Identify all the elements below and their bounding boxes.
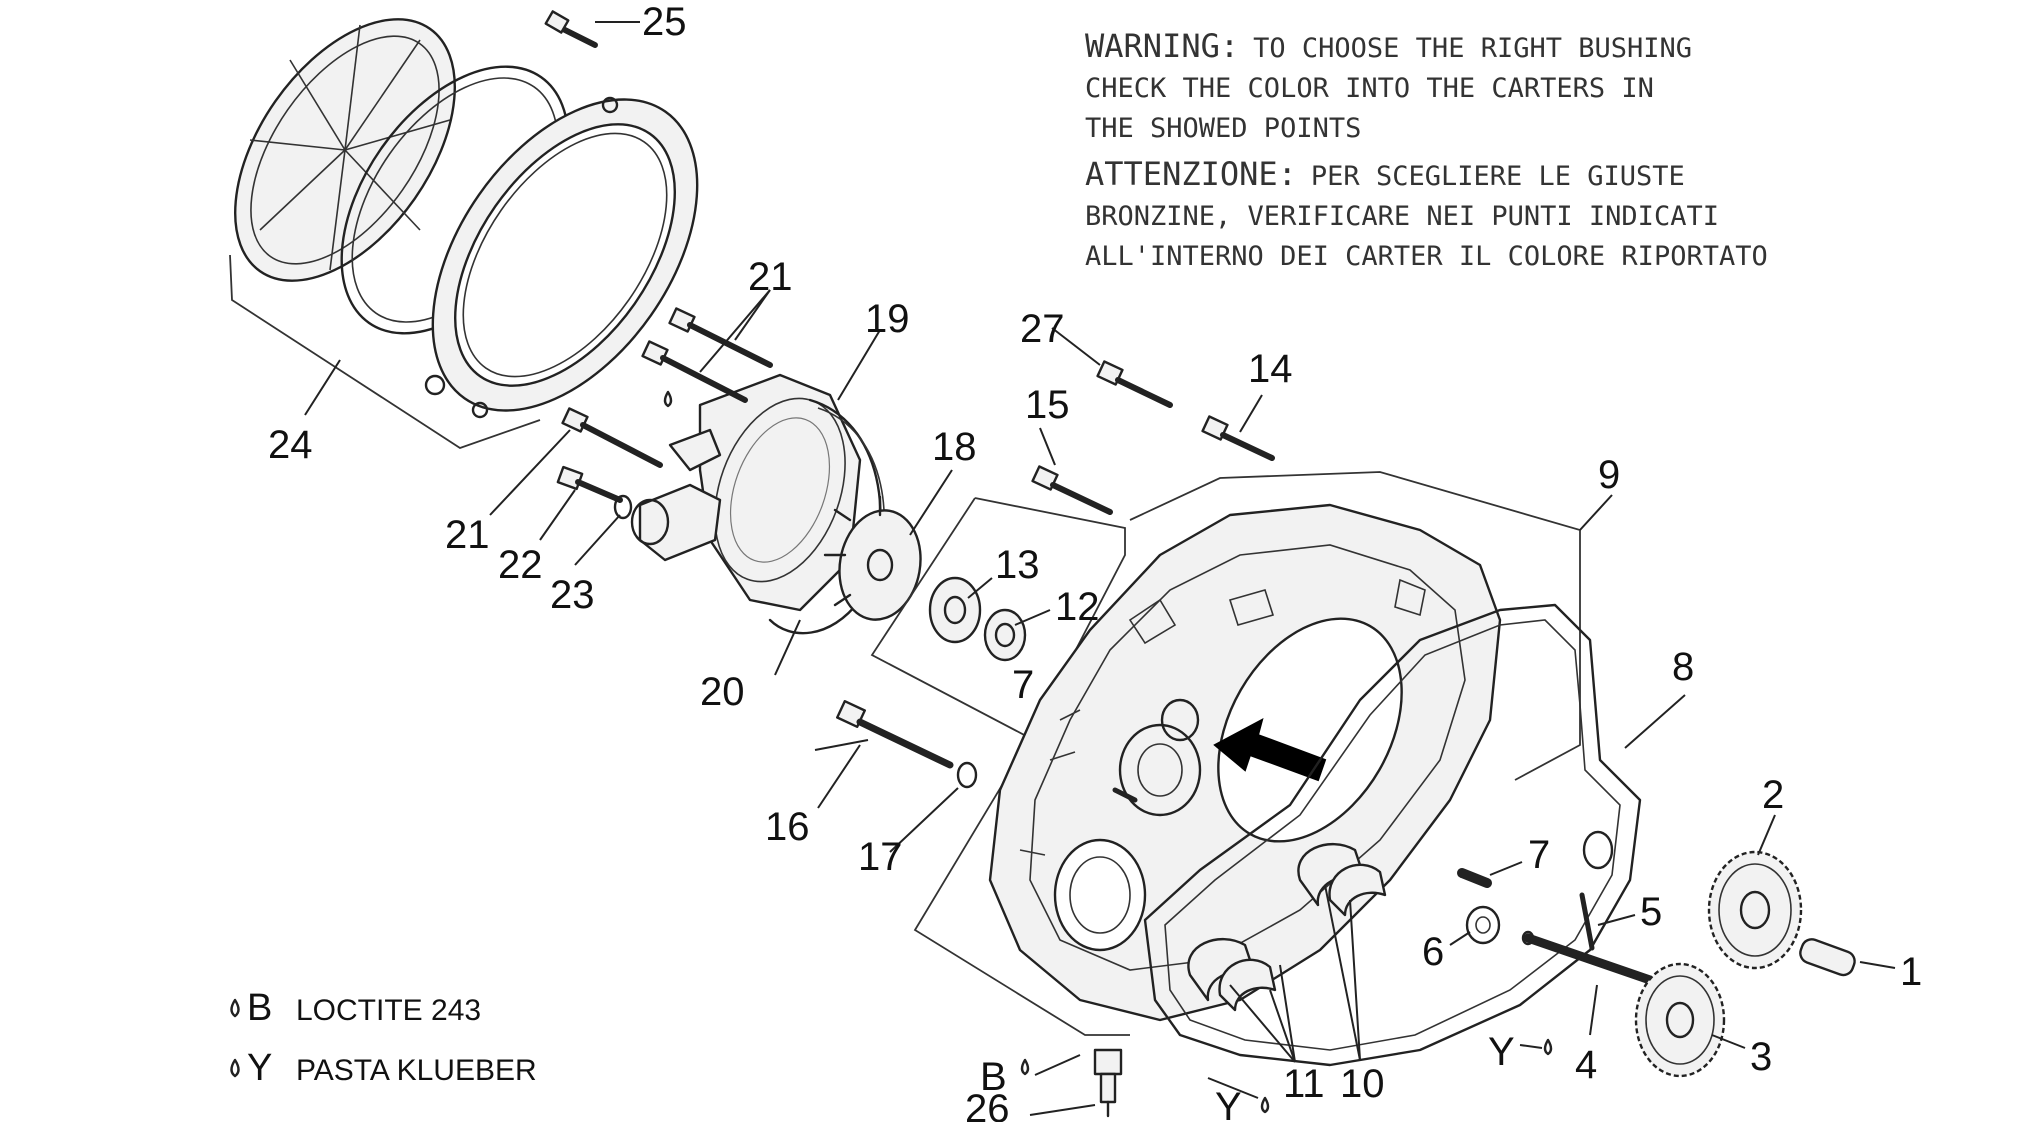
- attenzione-line-2: BRONZINE, VERIFICARE NEI PUNTI INDICATI: [1085, 201, 1719, 232]
- part-drain-plug-26: [1093, 1048, 1123, 1118]
- svg-text:WARNING:TO CHOOSE THE RIGHT BU: WARNING: TO CHOOSE THE RIGHT BUSHING: [1085, 27, 1692, 65]
- callout-9: 9: [1598, 453, 1620, 497]
- marker-y-bushings: Y: [1215, 1085, 1242, 1122]
- part-screw-22: [556, 465, 623, 503]
- legend-text-y: PASTA KLUEBER: [296, 1054, 537, 1087]
- part-shaft-4: [1521, 930, 1655, 985]
- legend-key-y: Y: [247, 1047, 272, 1089]
- part-cover-frame: [424, 96, 699, 419]
- callout-4: 4: [1575, 1043, 1597, 1087]
- marker-y-shaft: Y: [1488, 1030, 1515, 1074]
- callout-7-upper: 7: [1012, 663, 1034, 707]
- part-washer-17: [956, 761, 978, 789]
- attenzione-lead: ATTENZIONE:: [1085, 155, 1297, 193]
- part-pin-1: [1799, 938, 1856, 977]
- part-screw-14: [1201, 415, 1275, 461]
- arrow-indicator: [1213, 718, 1327, 782]
- callout-24: 24: [268, 423, 313, 467]
- warning-line-2: CHECK THE COLOR INTO THE CARTERS IN: [1085, 73, 1654, 104]
- drop-markers: [1020, 1038, 1553, 1114]
- callout-3: 3: [1750, 1035, 1772, 1079]
- part-screw-16: [836, 699, 954, 769]
- part-seal-13: [928, 576, 982, 644]
- callout-22: 22: [498, 543, 543, 587]
- part-bushing-11: [1187, 937, 1277, 1012]
- part-screws-21-upper: [641, 307, 773, 408]
- leader-lines: [304, 21, 1896, 1116]
- part-bushing-10: [1297, 842, 1387, 917]
- callout-1: 1: [1900, 950, 1922, 994]
- part-outer-cover: [234, 18, 456, 282]
- callout-17: 17: [858, 835, 903, 879]
- callout-numbers: 1 2 3 4 5 6 7 7 8 9 10 11 12 13 14 15 16…: [268, 0, 1922, 1122]
- callout-6: 6: [1422, 930, 1444, 974]
- marker-b-plug: B: [980, 1055, 1007, 1099]
- part-screw-25: [544, 10, 598, 48]
- callout-27: 27: [1020, 307, 1065, 351]
- callout-12: 12: [1055, 585, 1100, 629]
- callout-8: 8: [1672, 645, 1694, 689]
- callout-2: 2: [1762, 773, 1784, 817]
- warning-line-1: TO CHOOSE THE RIGHT BUSHING: [1253, 33, 1692, 64]
- callout-26: 26: [965, 1087, 1010, 1122]
- part-washer-6: [1465, 905, 1501, 945]
- part-bearing-12: [983, 608, 1027, 662]
- callout-19: 19: [865, 297, 910, 341]
- svg-text:ATTENZIONE:PER SCEGLIERE LE GI: ATTENZIONE: PER SCEGLIERE LE GIUSTE: [1085, 155, 1685, 193]
- part-gear-3: [1634, 962, 1726, 1078]
- part-screw-21-lower: [561, 407, 663, 468]
- warning-lead: WARNING:: [1085, 27, 1239, 65]
- warning-line-3: THE SHOWED POINTS: [1085, 113, 1361, 144]
- part-dowel-7b: [1457, 868, 1492, 888]
- drop-icon: [230, 1058, 240, 1078]
- part-pin-5: [1579, 892, 1595, 951]
- part-gasket-8: [1143, 603, 1642, 1067]
- callout-20: 20: [700, 670, 745, 714]
- callout-23: 23: [550, 573, 595, 617]
- application-markers: B Y Y: [980, 1030, 1515, 1122]
- callout-10: 10: [1340, 1062, 1385, 1106]
- callout-21-lower: 21: [445, 513, 490, 557]
- legend: B LOCTITE 243 Y PASTA KLUEBER: [230, 987, 537, 1089]
- callout-25: 25: [642, 0, 687, 44]
- callout-5: 5: [1640, 890, 1662, 934]
- callout-7-lower: 7: [1528, 833, 1550, 877]
- part-pump-body-19: [630, 373, 862, 612]
- part-screw-27: [1096, 360, 1173, 408]
- callout-14: 14: [1248, 347, 1293, 391]
- callout-15: 15: [1025, 383, 1070, 427]
- legend-key-b: B: [247, 987, 272, 1029]
- drop-icon: [230, 998, 240, 1018]
- callout-21-upper: 21: [748, 255, 793, 299]
- warning-note: WARNING: TO CHOOSE THE RIGHT BUSHING CHEC…: [1085, 27, 1768, 272]
- part-washer-23: [613, 494, 633, 520]
- callout-11: 11: [1283, 1062, 1325, 1106]
- legend-text-b: LOCTITE 243: [296, 994, 481, 1027]
- part-impeller-18: [823, 495, 922, 621]
- attenzione-line-1: PER SCEGLIERE LE GIUSTE: [1311, 161, 1685, 192]
- callout-13: 13: [995, 543, 1040, 587]
- attenzione-line-3: ALL'INTERNO DEI CARTER IL COLORE RIPORTA…: [1085, 241, 1768, 272]
- part-screw-15: [1031, 465, 1113, 515]
- callout-16: 16: [765, 805, 810, 849]
- group-24-outline: [229, 254, 541, 449]
- part-gear-2: [1707, 850, 1803, 970]
- callout-18: 18: [932, 425, 977, 469]
